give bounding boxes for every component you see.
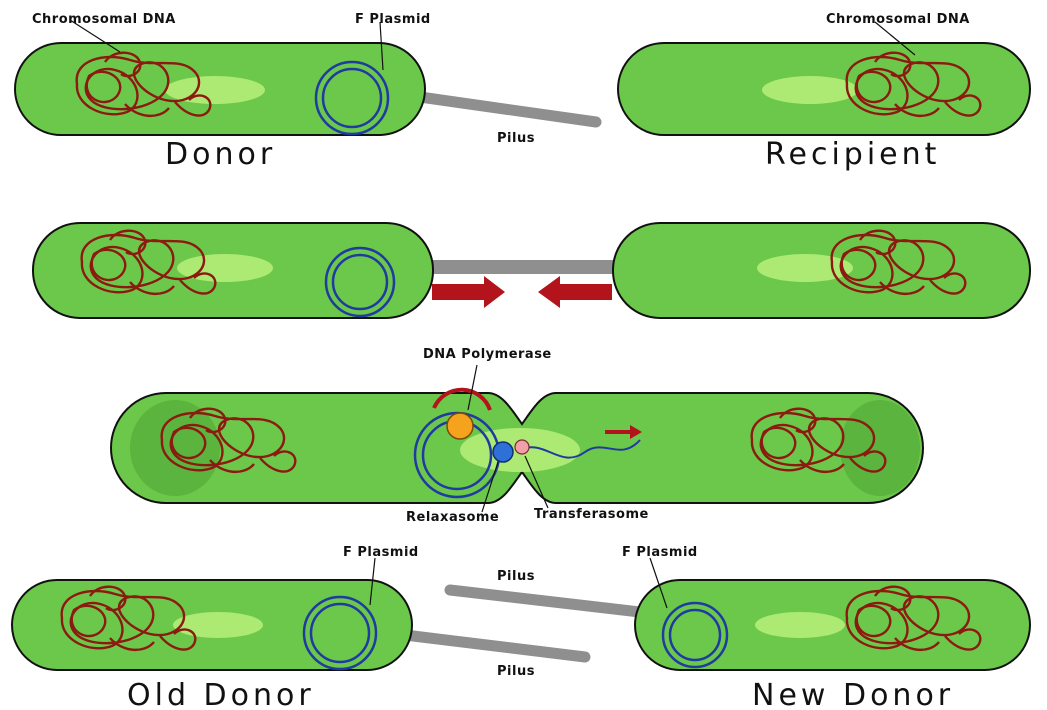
- arrow-right-red: [432, 276, 505, 308]
- row-1-initial: Chromosomal DNA F Plasmid Chromosomal DN…: [15, 12, 1030, 172]
- label-pilus-top: Pilus: [497, 131, 535, 146]
- pilus-top: [420, 97, 596, 122]
- label-recipient: Recipient: [765, 137, 940, 172]
- arrow-left-red: [538, 276, 612, 308]
- new-donor-cytoplasm-glow: [755, 612, 845, 638]
- row-3-transfer: DNA Polymerase Relaxasome Transferasome: [111, 347, 923, 525]
- dna-polymerase-enzyme: [447, 413, 473, 439]
- label-pilus-lower: Pilus: [497, 664, 535, 679]
- label-new-donor: New Donor: [752, 678, 954, 710]
- label-chromosomal-dna-left: Chromosomal DNA: [32, 12, 176, 27]
- label-f-plasmid-old: F Plasmid: [343, 545, 419, 560]
- transferasome-protein: [515, 440, 529, 454]
- label-chromosomal-dna-right: Chromosomal DNA: [826, 12, 970, 27]
- recipient-cytoplasm-glow-2: [757, 254, 853, 282]
- recipient-cytoplasm-glow: [762, 76, 858, 104]
- label-pilus-upper: Pilus: [497, 569, 535, 584]
- label-dna-polymerase: DNA Polymerase: [423, 347, 552, 362]
- label-f-plasmid-top: F Plasmid: [355, 12, 431, 27]
- pilus-new-donor: [450, 590, 640, 612]
- label-old-donor: Old Donor: [127, 678, 315, 710]
- recipient-shade-3: [840, 400, 920, 496]
- pilus-old-donor: [405, 635, 585, 657]
- label-f-plasmid-new: F Plasmid: [622, 545, 698, 560]
- label-donor: Donor: [165, 137, 276, 172]
- label-transferasome: Transferasome: [534, 507, 649, 522]
- label-relaxasome: Relaxasome: [406, 510, 499, 525]
- old-donor-cytoplasm-glow: [173, 612, 263, 638]
- row-4-result: F Plasmid F Plasmid Pilus Pilus Old Dono…: [12, 545, 1030, 710]
- row-2-pilus-contact: [33, 223, 1030, 318]
- pilus-bridge: [425, 260, 625, 274]
- relaxasome-protein: [493, 442, 513, 462]
